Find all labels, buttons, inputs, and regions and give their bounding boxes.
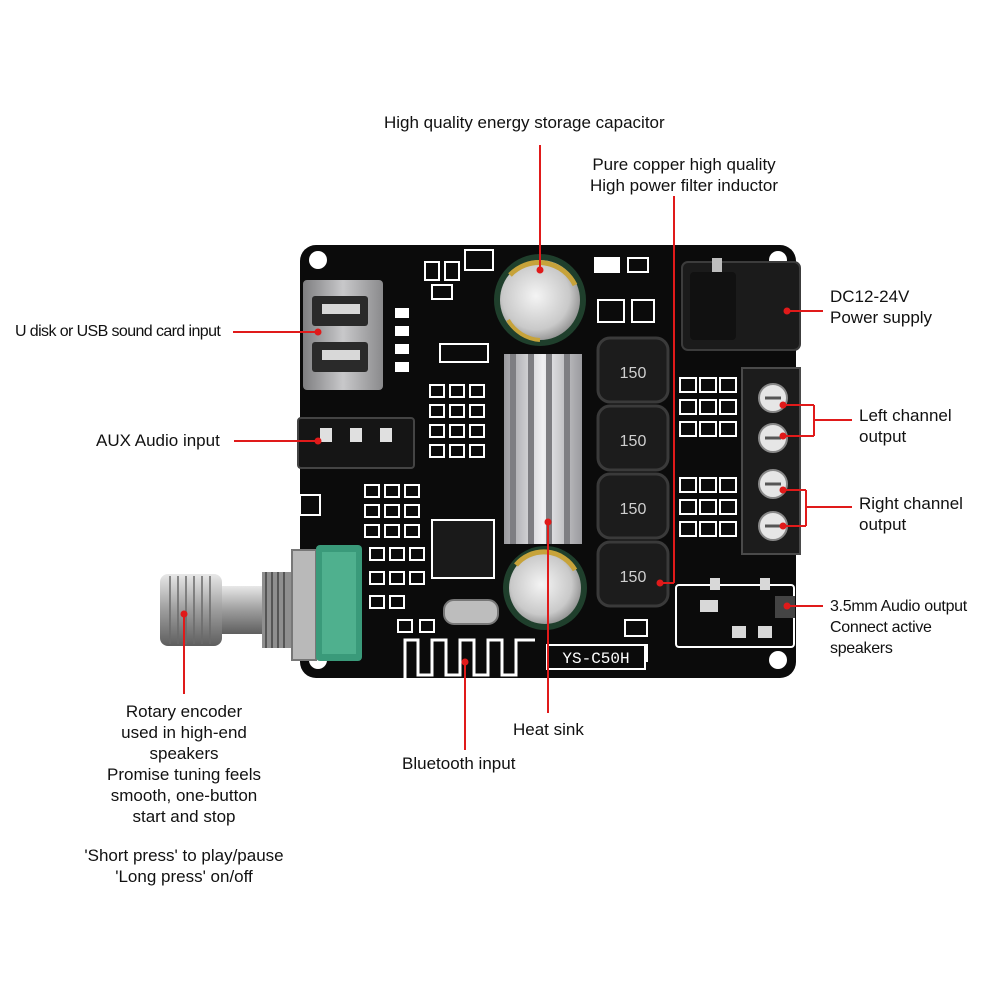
encoder-line: Rotary encoder xyxy=(125,702,243,721)
inductor-marking: 150 xyxy=(620,501,647,518)
label-audio-line1: 3.5mm Audio output xyxy=(830,598,967,615)
inductor: 150 xyxy=(596,540,670,608)
label-right-line2: output xyxy=(859,515,907,534)
mount-hole xyxy=(769,651,787,669)
inductor: 150 xyxy=(596,336,670,404)
label-left-line2: output xyxy=(859,427,907,446)
label-inductor-line1: Pure copper high quality xyxy=(592,155,776,174)
label-heat-sink: Heat sink xyxy=(513,720,584,739)
usb-port xyxy=(303,280,383,390)
label-inductor: Pure copper high quality High power filt… xyxy=(566,154,802,196)
encoder-line: used in high-end xyxy=(121,723,247,742)
lower-capacitor xyxy=(503,546,587,630)
label-left-line1: Left channel xyxy=(859,406,952,425)
upper-capacitor xyxy=(494,254,586,346)
inductor: 150 xyxy=(596,472,670,540)
label-inductor-line2: High power filter inductor xyxy=(589,176,779,195)
label-dc-line2: Power supply xyxy=(830,308,933,327)
label-audio-output: 3.5mm Audio output Connect active speake… xyxy=(830,596,967,659)
encoder-line: start and stop xyxy=(132,807,236,826)
model-label: YS-C50H xyxy=(562,650,629,668)
encoder-line: smooth, one-button xyxy=(110,786,258,805)
label-audio-line2: Connect active xyxy=(830,619,932,636)
label-capacitor: High quality energy storage capacitor xyxy=(384,113,665,132)
mount-hole xyxy=(309,251,327,269)
label-right-line1: Right channel xyxy=(859,494,963,513)
encoder-line: speakers xyxy=(149,744,219,763)
label-press-actions: 'Short press' to play/pause 'Long press'… xyxy=(54,845,314,887)
bluetooth-antenna xyxy=(403,638,535,680)
label-rotary-encoder: Rotary encoder used in high-end speakers… xyxy=(74,701,294,827)
label-aux-input: AUX Audio input xyxy=(96,431,220,450)
label-left-channel: Left channel output xyxy=(859,405,952,447)
encoder-line: Promise tuning feels xyxy=(106,765,262,784)
inductor-marking: 150 xyxy=(620,569,647,586)
label-usb-input: U disk or USB sound card input xyxy=(15,323,221,340)
inductor-marking: 150 xyxy=(620,433,647,450)
rotary-encoder xyxy=(160,545,362,661)
dc-jack xyxy=(681,258,801,351)
label-dc-power: DC12-24V Power supply xyxy=(830,286,932,328)
aux-jack xyxy=(297,417,415,469)
press-line: 'Short press' to play/pause xyxy=(84,846,284,865)
label-right-channel: Right channel output xyxy=(859,493,963,535)
press-line: 'Long press' on/off xyxy=(115,867,253,886)
label-audio-line3: speakers xyxy=(830,640,893,657)
inductor-marking: 150 xyxy=(620,365,647,382)
crystal xyxy=(443,599,499,625)
heat-sink xyxy=(504,354,582,544)
label-bluetooth: Bluetooth input xyxy=(402,754,516,773)
amp-chip xyxy=(431,519,495,579)
inductor: 150 xyxy=(596,404,670,472)
label-dc-line1: DC12-24V xyxy=(830,287,910,306)
